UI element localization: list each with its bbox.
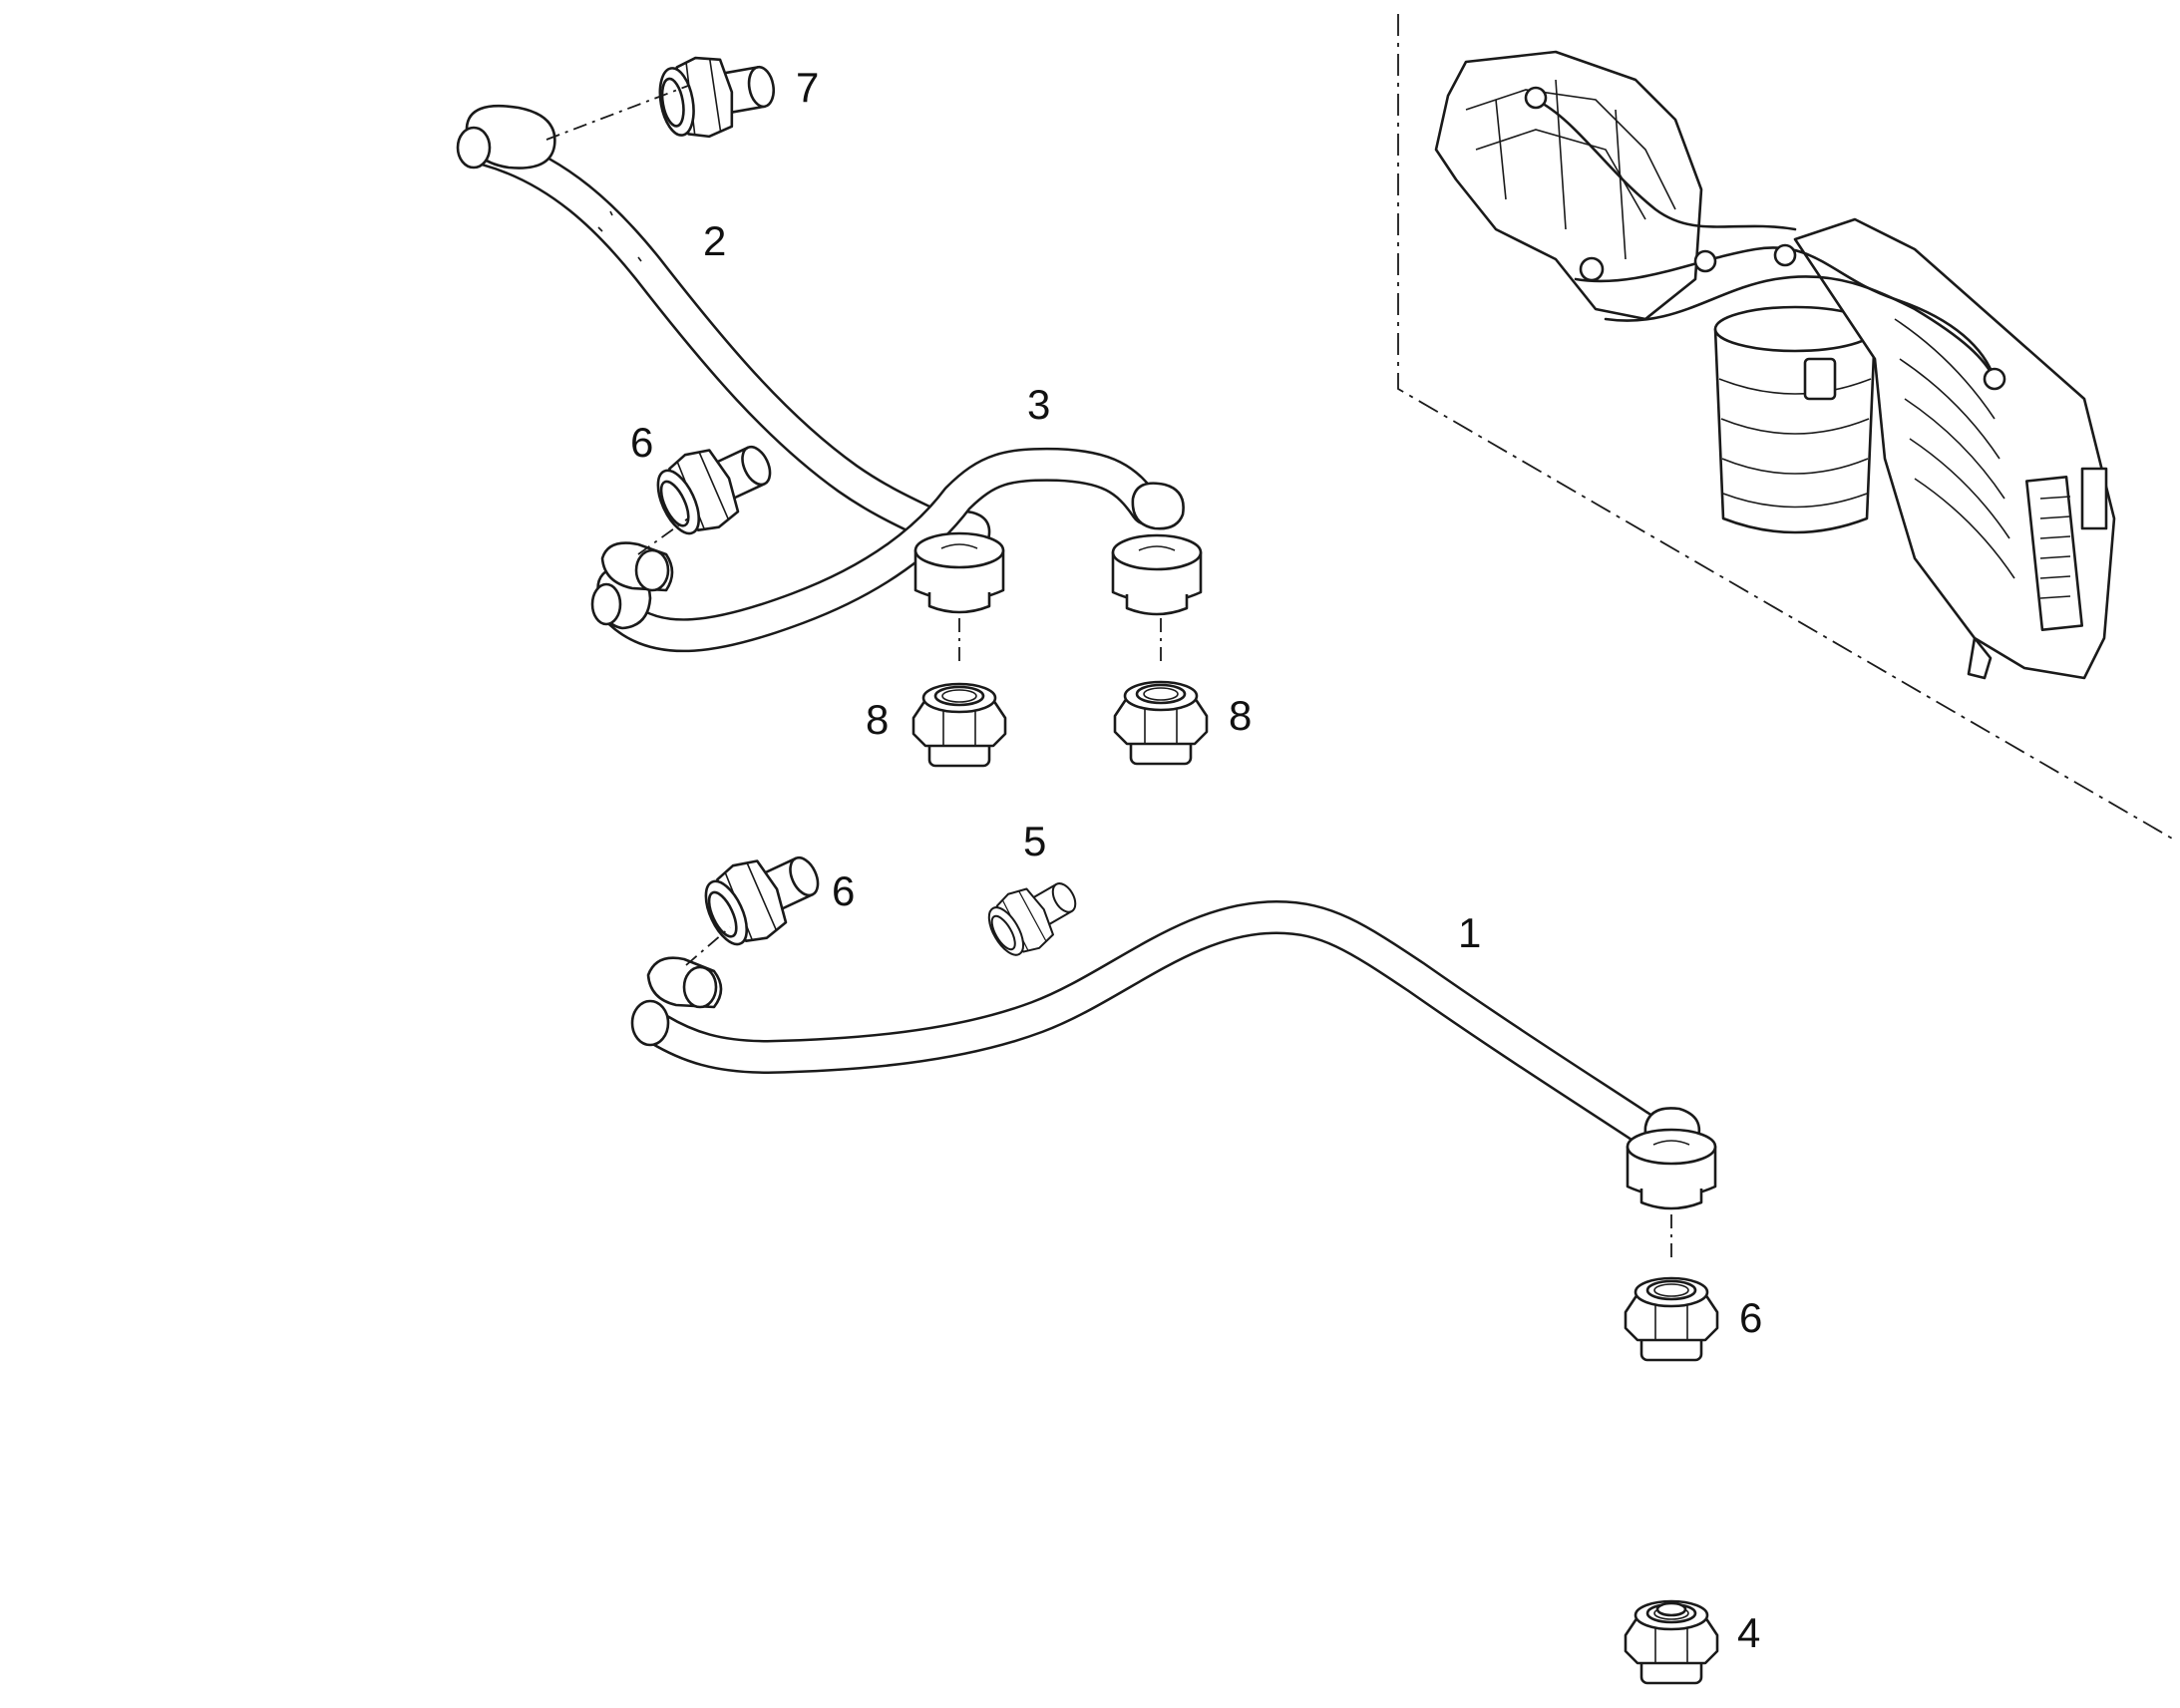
banjo-cap-2 xyxy=(913,531,1005,614)
banjo-cap-3 xyxy=(1111,533,1203,616)
engine-sketch xyxy=(1434,50,2116,680)
fitting-6-lower xyxy=(1624,1276,1719,1362)
callout-5: 5 xyxy=(1023,818,1046,864)
callout-6-upper: 6 xyxy=(630,419,653,466)
callout-7: 7 xyxy=(796,64,819,111)
callout-6-middle: 6 xyxy=(832,867,855,914)
callout-8-left: 8 xyxy=(866,696,889,743)
engine-location-inset xyxy=(1397,14,2175,841)
fuel-line-1 xyxy=(630,900,1701,1157)
fitting-4 xyxy=(1624,1599,1719,1685)
callout-8-right: 8 xyxy=(1229,692,1252,739)
callout-3: 3 xyxy=(1027,381,1050,428)
fitting-7 xyxy=(652,44,782,146)
fitting-5 xyxy=(978,864,1089,966)
fitting-8-right xyxy=(1113,680,1209,766)
fitting-6-upper xyxy=(645,423,786,546)
assembly-centre-lines xyxy=(545,85,1672,1258)
fitting-8-left xyxy=(911,682,1007,768)
banjo-cap-1 xyxy=(1626,1128,1717,1210)
callout-2: 2 xyxy=(703,217,726,264)
callout-1: 1 xyxy=(1458,909,1481,956)
callout-4: 4 xyxy=(1737,1609,1760,1656)
callout-6-lower: 6 xyxy=(1739,1294,1762,1341)
fitting-6-middle xyxy=(693,834,834,957)
fuel-line-3 xyxy=(590,447,1185,653)
